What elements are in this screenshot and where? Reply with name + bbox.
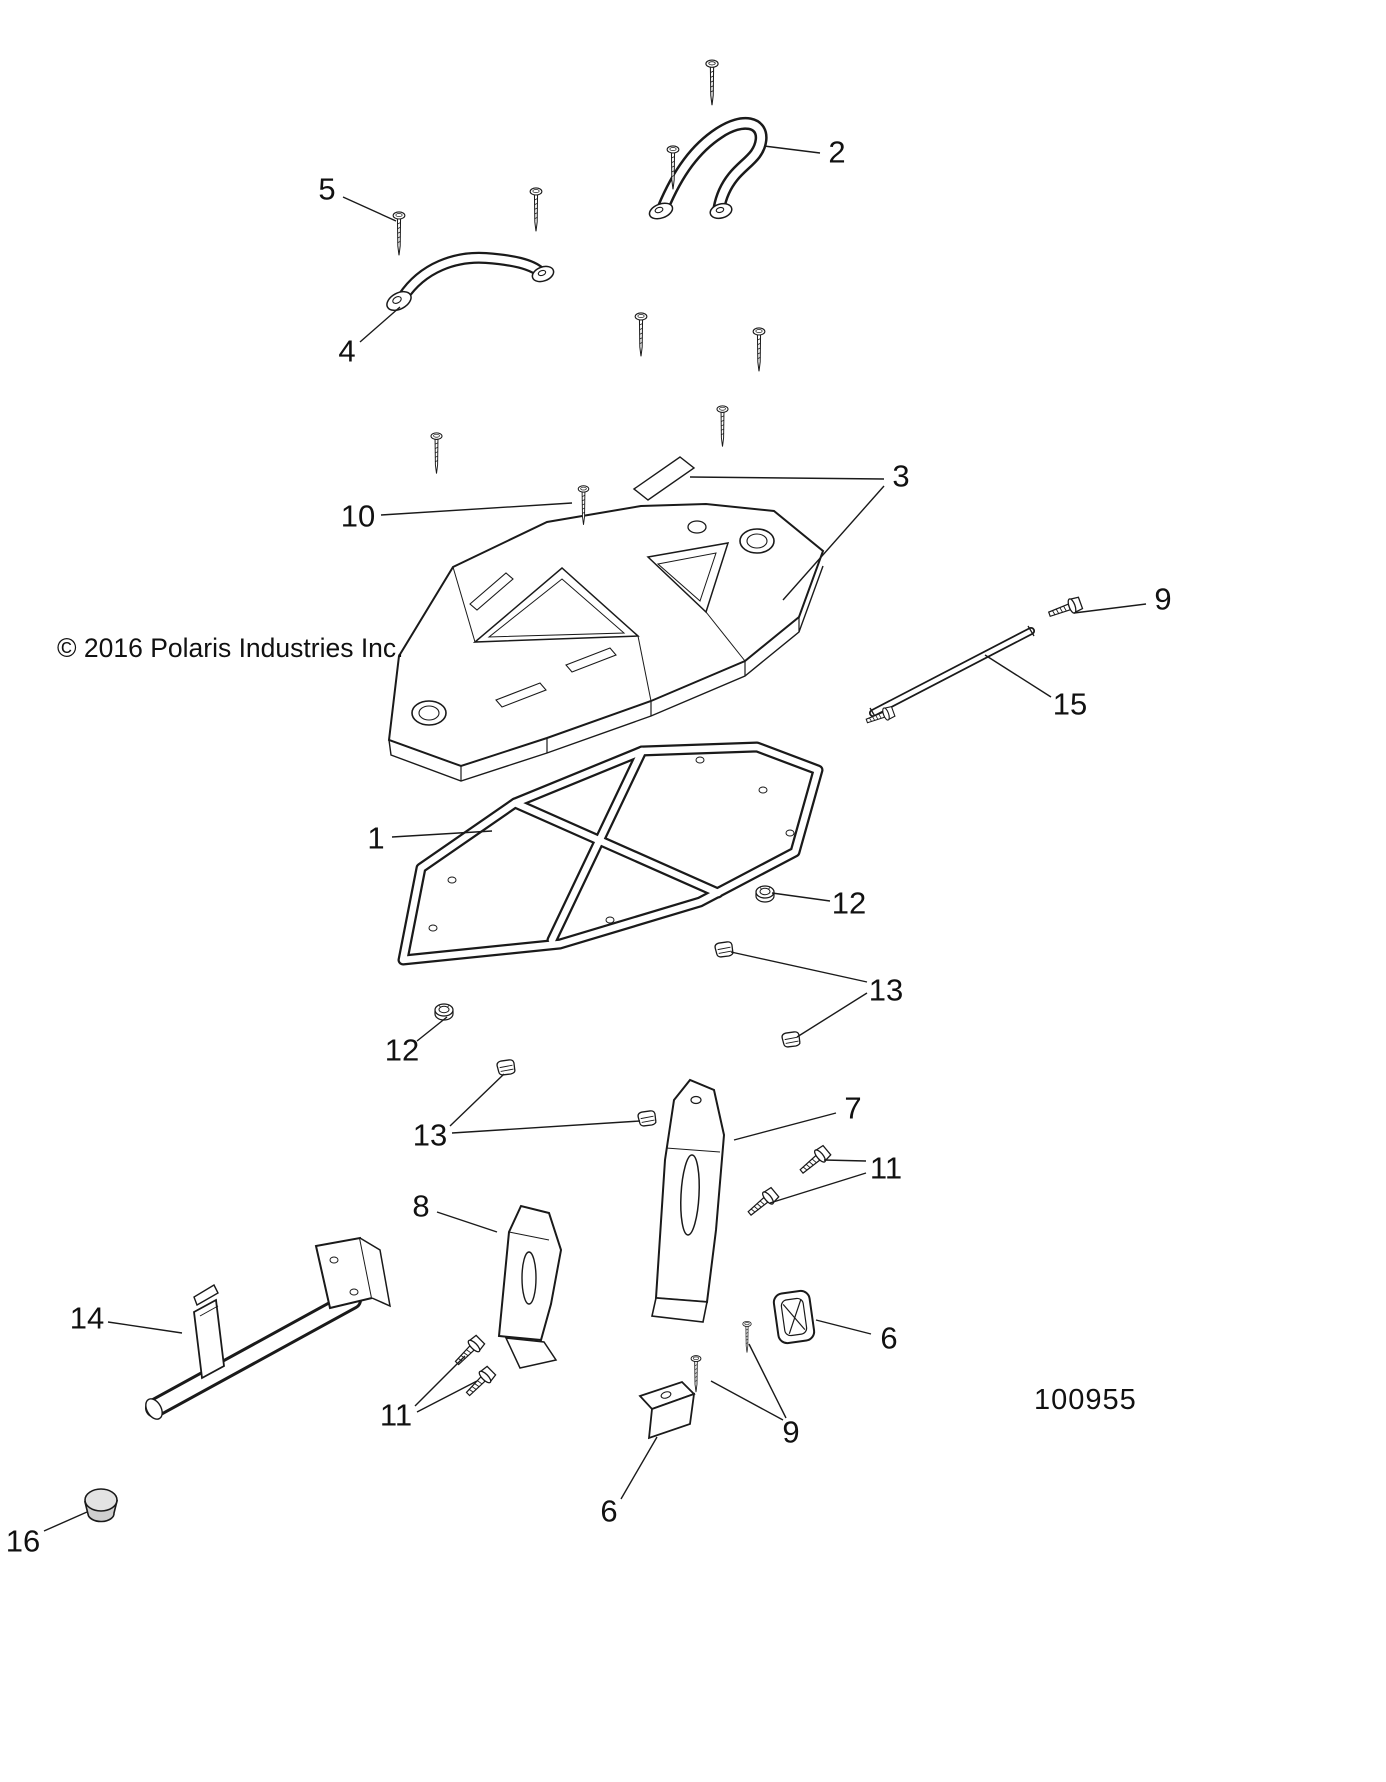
leader-line <box>796 992 868 1038</box>
bolt-icon <box>451 1333 487 1369</box>
screw-icon <box>690 1355 702 1393</box>
fasteners-clips <box>495 939 803 1129</box>
part-8-support-bracket <box>497 1204 563 1369</box>
leader-line <box>689 476 885 480</box>
clip-icon <box>780 1029 803 1050</box>
leader-line <box>451 1120 641 1134</box>
leader-line <box>733 1112 837 1141</box>
leader-line <box>414 1355 466 1407</box>
bolt-icon <box>462 1364 498 1400</box>
nut-icon <box>755 885 775 903</box>
nut-icon <box>434 1003 454 1021</box>
leader-line <box>730 951 868 983</box>
leader-line <box>342 196 397 222</box>
clip-icon <box>495 1057 518 1078</box>
clip-icon <box>636 1108 659 1129</box>
leader-line <box>763 145 821 154</box>
bolt-icon <box>796 1143 833 1178</box>
diagram-number: 100955 <box>1034 1384 1137 1416</box>
copyright-text: © 2016 Polaris Industries Inc. <box>57 633 404 663</box>
part-4-grab-handle <box>386 251 555 312</box>
bolt-icon <box>744 1185 781 1220</box>
screw-icon <box>742 1320 752 1354</box>
leader-line <box>416 1380 478 1413</box>
bolt-icon <box>1046 595 1084 622</box>
screw-icon <box>392 211 406 256</box>
leader-line <box>815 1319 872 1335</box>
part-14-support-tube <box>145 1236 391 1420</box>
screw-icon <box>529 187 543 232</box>
leader-line <box>823 1159 867 1162</box>
screw-icon <box>705 59 719 106</box>
part-3-rack-platform <box>387 502 825 782</box>
screw-icon <box>752 327 766 372</box>
part-1-rack-frame <box>397 741 824 966</box>
leader-line <box>984 654 1052 698</box>
leader-line <box>391 830 493 838</box>
leader-line <box>1073 603 1147 614</box>
part-3-decal <box>632 456 696 501</box>
leader-line <box>380 502 573 516</box>
leader-line <box>43 1511 88 1532</box>
leader-line <box>436 1211 498 1233</box>
leader-line <box>449 1073 505 1127</box>
part-6-clip-right <box>772 1289 816 1345</box>
leader-line <box>710 1380 784 1421</box>
leader-line <box>416 1016 448 1042</box>
clip-icon <box>713 939 736 960</box>
part-2-grab-handle <box>648 116 768 220</box>
leader-line <box>769 1172 867 1204</box>
leader-line <box>782 485 885 601</box>
part-7-support-bracket <box>651 1078 726 1323</box>
leader-line <box>620 1436 658 1500</box>
screw-icon <box>430 432 443 475</box>
leader-line <box>359 306 401 343</box>
part-16-end-cap <box>83 1488 119 1523</box>
screw-icon <box>634 312 648 357</box>
leader-lines <box>43 145 1147 1532</box>
leader-line <box>748 1343 787 1419</box>
part-6-bracket-bottom <box>638 1380 696 1440</box>
leader-line <box>771 892 831 902</box>
screw-icon <box>716 405 729 448</box>
part-15-support-rod <box>869 625 1035 719</box>
leader-line <box>107 1321 183 1334</box>
